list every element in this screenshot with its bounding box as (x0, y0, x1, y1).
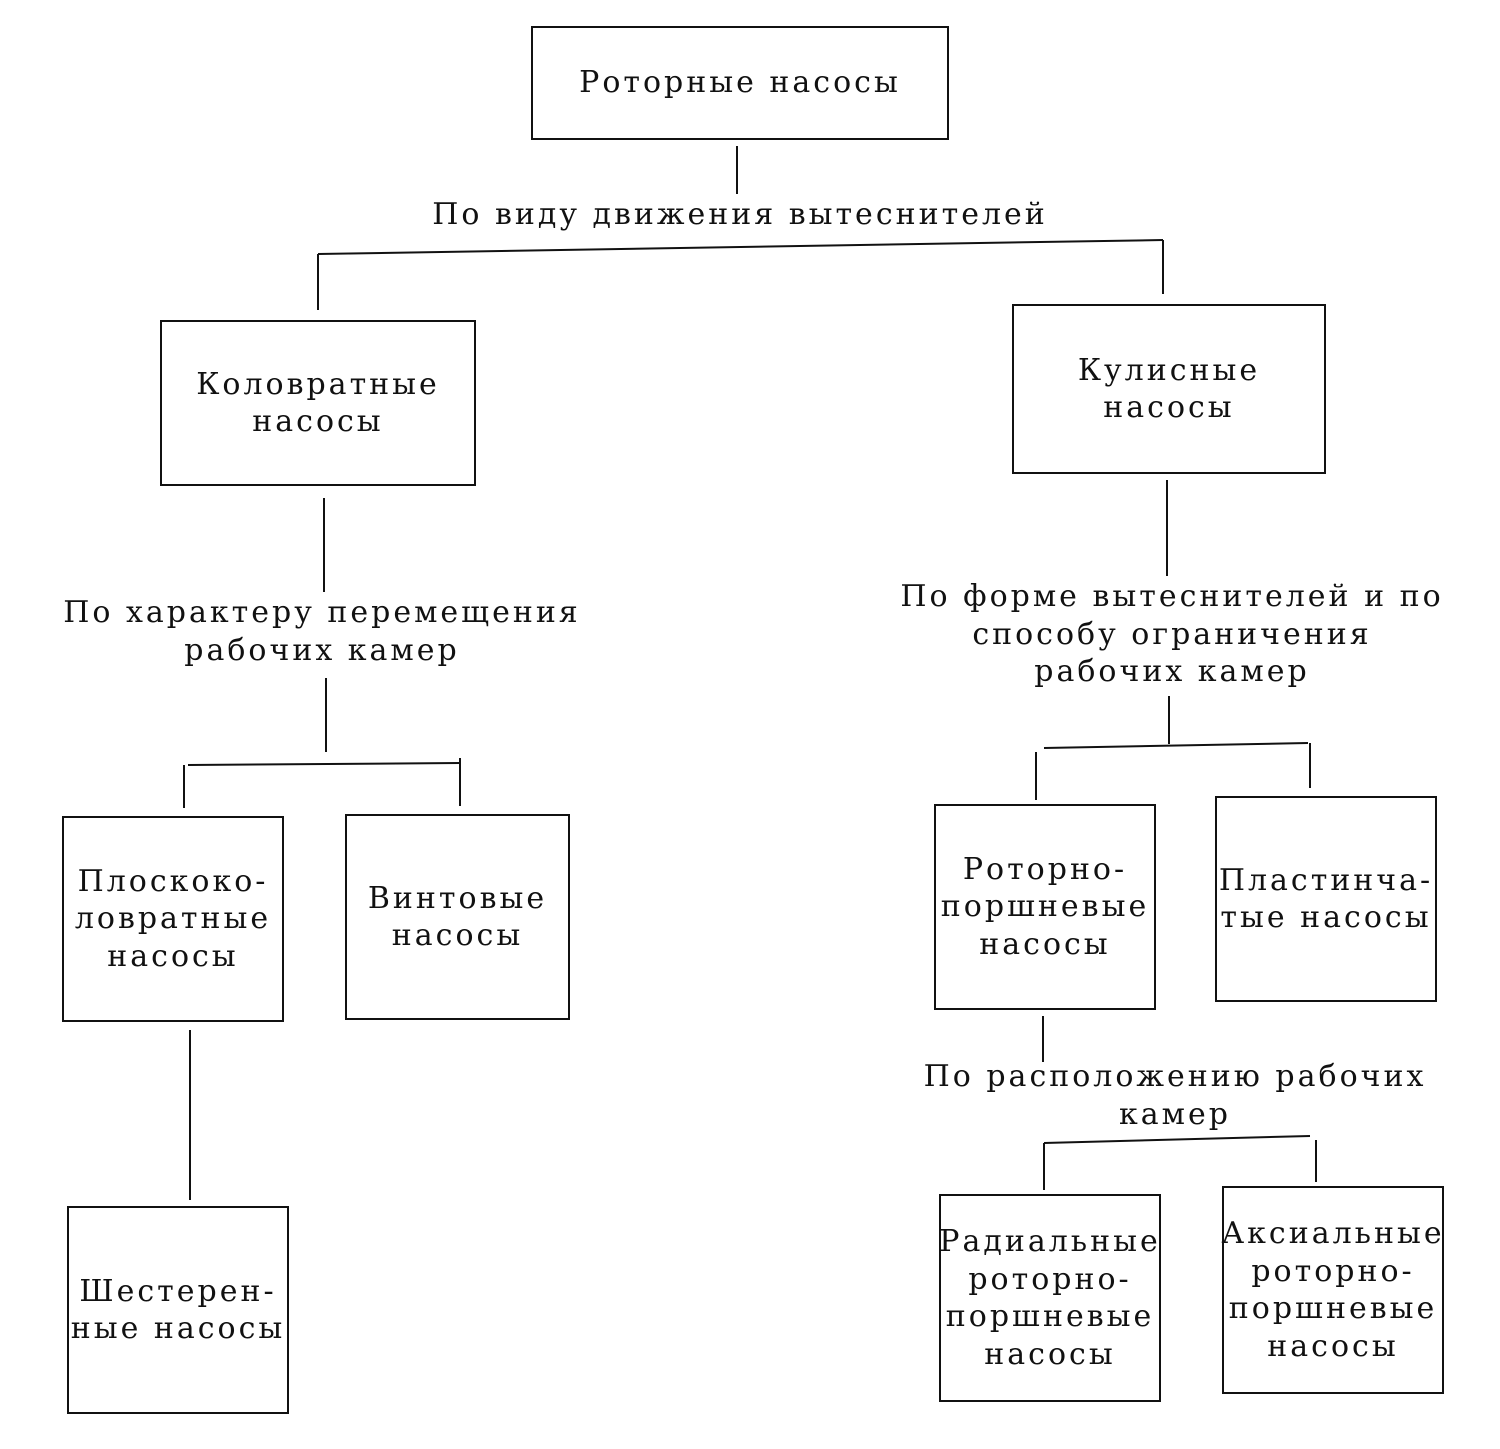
connector-level2-bar (187, 762, 461, 766)
connector-level4-bar (1043, 1135, 1311, 1144)
node-plastinchatye-nasosy: Пластинча- тые насосы (1215, 796, 1437, 1002)
node-ploskokolovratnye-nasosy: Плоскоко- ловратные насосы (62, 816, 284, 1022)
node-aksialnye-rotorno-porshnevye-nasosy: Аксиальные роторно- поршневые насосы (1221, 1186, 1444, 1394)
criterion-chamber-movement: По характеру перемещения рабочих камер (63, 595, 581, 668)
node-kulisnye-nasosy: Кулисные насосы (1012, 304, 1326, 474)
criterion-arrangement: По расположению рабочих камер (923, 1059, 1427, 1132)
connector-level1-bar (317, 239, 1164, 255)
criterion-shape: По форме вытеснителей и по способу огран… (900, 579, 1444, 689)
node-shesterennye-nasosy: Шестерен- ные насосы (67, 1206, 289, 1414)
node-rotornye-nasosy: Роторные насосы (531, 26, 949, 140)
criterion-motion: По виду движения вытеснителей (432, 197, 1048, 232)
node-vintovye-nasosy: Винтовые насосы (345, 814, 570, 1020)
connector-level3-bar (1043, 742, 1309, 749)
node-kolovratnye-nasosy: Коловратные насосы (160, 320, 476, 486)
node-rotorno-porshnevye-nasosy: Роторно- поршневые насосы (934, 804, 1156, 1010)
node-radialnye-rotorno-porshnevye-nasosy: Радиальные роторно- поршневые насосы (939, 1194, 1161, 1402)
